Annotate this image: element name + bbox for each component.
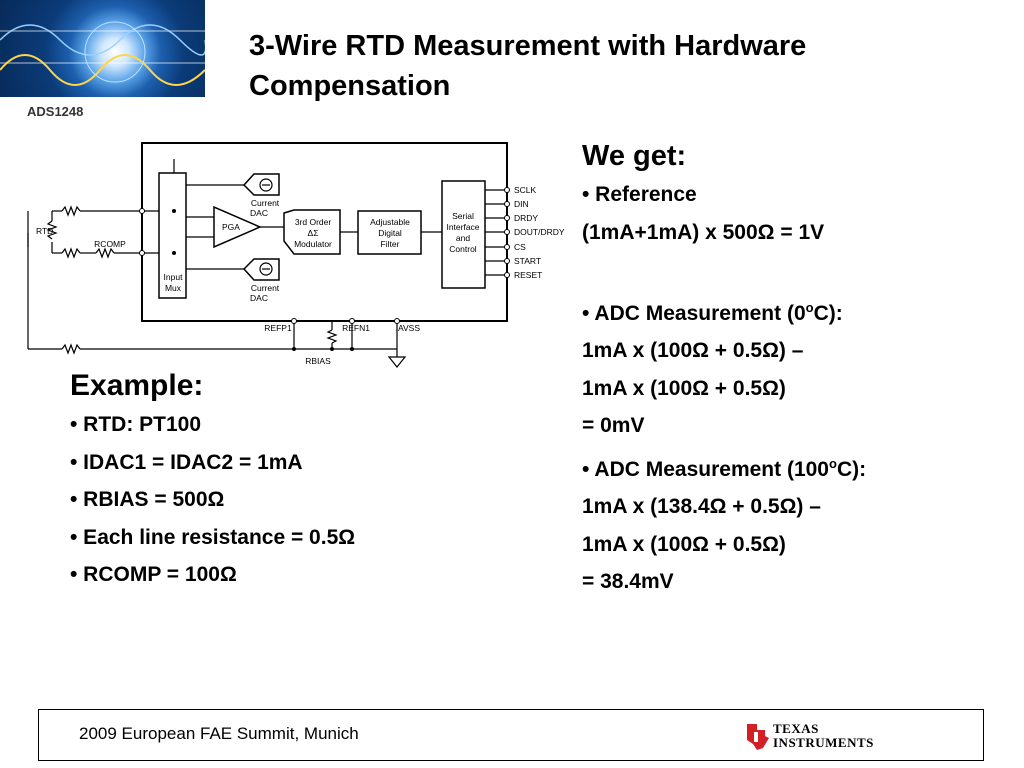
pin-label-drdy: DRDY <box>514 213 538 223</box>
label-rcomp: RCOMP <box>94 239 126 249</box>
label-filter-3: Filter <box>381 239 400 249</box>
reference-bullet: • Reference <box>582 183 697 206</box>
label-input-mux-1: Input <box>164 272 184 282</box>
label-rbias: RBIAS <box>305 356 331 366</box>
label-modulator-3: Modulator <box>294 239 332 249</box>
title-line-1: 3-Wire RTD Measurement with Hardware <box>249 30 807 62</box>
texas-instruments-logo: TEXAS INSTRUMENTS <box>743 720 873 752</box>
waveform-graphic <box>0 21 205 86</box>
pin-label-dout-drdy: DOUT/DRDY <box>514 227 565 237</box>
adc-0c-formula-1: 1mA x (100Ω + 0.5Ω) – <box>582 339 804 362</box>
example-block: Example: • RTD: PT100 • IDAC1 = IDAC2 = … <box>70 366 355 594</box>
pin-label-reset: RESET <box>514 270 542 280</box>
example-item: • IDAC1 = IDAC2 = 1mA <box>70 450 303 474</box>
pin-label-cs: CS <box>514 242 526 252</box>
adc-100c-bullet: • ADC Measurement (100oC): <box>582 455 867 481</box>
ti-wordmark: TEXAS INSTRUMENTS <box>773 721 874 750</box>
pin-label-sclk: SCLK <box>514 185 537 195</box>
label-current-dac-bottom-2: DAC <box>250 293 268 303</box>
footer: 2009 European FAE Summit, Munich TEXAS I… <box>38 709 984 761</box>
label-refp1: REFP1 <box>264 323 292 333</box>
example-heading: Example: <box>70 369 204 402</box>
label-serial-1: Serial <box>452 211 474 221</box>
example-item: • Each line resistance = 0.5Ω <box>70 525 356 549</box>
chip-outline <box>141 142 508 322</box>
label-input-mux-2: Mux <box>165 283 182 293</box>
label-modulator-1: 3rd Order <box>295 217 332 227</box>
input-mux-block <box>158 172 187 299</box>
label-current-dac-top-2: DAC <box>250 208 268 218</box>
header-banner-image <box>0 0 205 97</box>
footer-text: 2009 European FAE Summit, Munich <box>79 724 359 743</box>
current-dac-top <box>242 173 280 196</box>
product-name: ADS1248 <box>27 104 84 119</box>
adc-100c-formula-1: 1mA x (138.4Ω + 0.5Ω) – <box>582 495 821 518</box>
spacer-line <box>582 251 866 289</box>
example-item: • RCOMP = 100Ω <box>70 563 237 586</box>
ads1248-block-diagram: RTD RCOMP Input Mux Current DAC Current … <box>27 142 565 368</box>
label-refn1: REFN1 <box>342 323 370 333</box>
adc-100c-result: = 38.4mV <box>582 570 674 593</box>
example-item: • RTD: PT100 <box>70 413 202 436</box>
example-item: • RBIAS = 500Ω <box>70 488 225 511</box>
adc-0c-bullet: • ADC Measurement (0oC): <box>582 299 843 325</box>
modulator-block <box>283 209 341 255</box>
pin-label-din: DIN <box>514 199 529 209</box>
serial-interface-block <box>441 180 486 289</box>
label-avss: AVSS <box>398 323 420 333</box>
pin-label-start: START <box>514 256 541 266</box>
adc-0c-formula-2: 1mA x (100Ω + 0.5Ω) <box>582 376 786 400</box>
title-line-2: Compensation <box>249 70 451 102</box>
label-current-dac-bottom-1: Current <box>251 283 280 293</box>
label-serial-2: Interface <box>446 222 479 232</box>
label-serial-3: and <box>456 233 470 243</box>
label-filter-1: Adjustable <box>370 217 410 227</box>
reference-formula: (1mA+1mA) x 500Ω = 1V <box>582 220 825 244</box>
slide-title: 3-Wire RTD Measurement with Hardware Com… <box>249 26 949 106</box>
label-serial-4: Control <box>449 244 477 254</box>
label-filter-2: Digital <box>378 228 402 238</box>
label-rtd: RTD <box>36 226 53 236</box>
current-dac-bottom <box>242 258 280 281</box>
label-current-dac-top-1: Current <box>251 198 280 208</box>
results-block: We get: • Reference (1mA+1mA) x 500Ω = 1… <box>582 136 866 601</box>
pga-block <box>213 205 262 249</box>
ti-state-icon <box>747 724 769 750</box>
results-heading: We get: <box>582 140 687 172</box>
adc-100c-formula-2: 1mA x (100Ω + 0.5Ω) <box>582 532 786 556</box>
pin-labels: SCLK DIN DRDY DOUT/DRDY CS START RESET <box>514 185 565 280</box>
label-modulator-2: ΔΣ <box>308 228 319 238</box>
adc-0c-result: = 0mV <box>582 414 645 437</box>
label-pga: PGA <box>222 222 240 232</box>
